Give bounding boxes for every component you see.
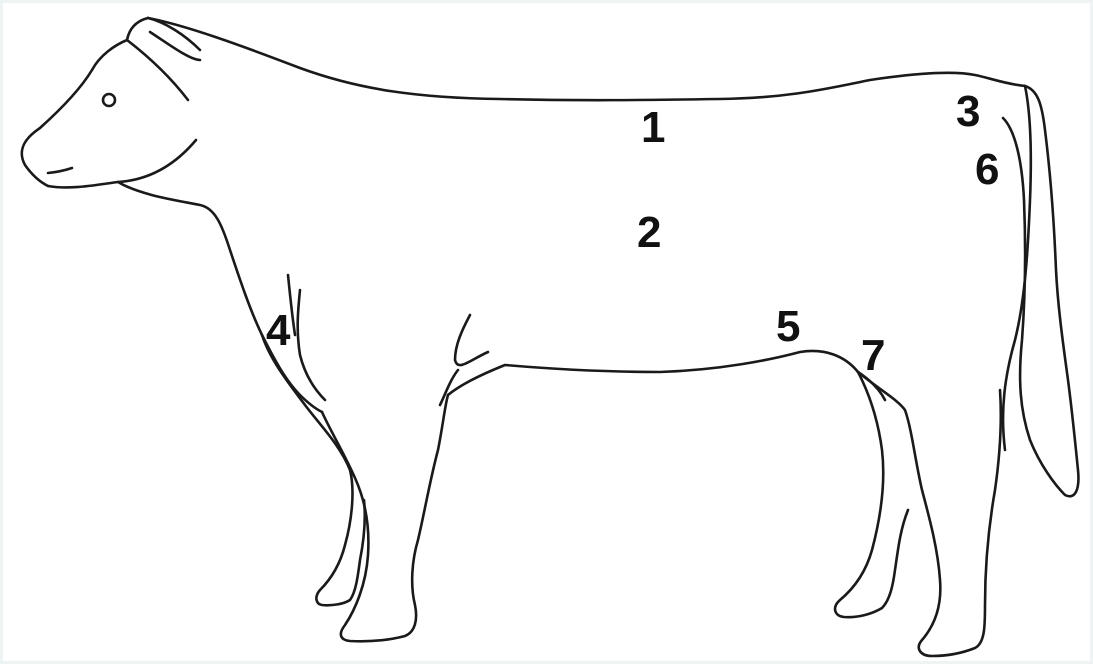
part-label-1: 1 bbox=[641, 106, 665, 150]
cow-poll bbox=[148, 18, 200, 50]
part-label-3: 3 bbox=[956, 90, 980, 134]
cow-front-leg-left bbox=[262, 335, 365, 605]
cow-ear bbox=[127, 40, 188, 100]
cow-elbow-detail bbox=[455, 315, 488, 365]
cow-hind-leg-left bbox=[835, 372, 908, 617]
cow-tail bbox=[1003, 86, 1078, 496]
part-label-2: 2 bbox=[637, 211, 661, 255]
part-label-5: 5 bbox=[776, 305, 800, 349]
cow-flank-line bbox=[440, 370, 458, 405]
part-label-6: 6 bbox=[975, 148, 999, 192]
part-label-7: 7 bbox=[861, 334, 885, 378]
cow-rump bbox=[1003, 86, 1031, 450]
cow-back-line bbox=[148, 18, 1025, 100]
cow-jaw bbox=[48, 140, 196, 187]
cow-belly bbox=[448, 351, 858, 395]
cow-front-leg-detail-2 bbox=[298, 290, 325, 400]
cow-mouth bbox=[48, 168, 72, 173]
part-label-4: 4 bbox=[266, 309, 290, 353]
cow-ear-inner bbox=[150, 32, 200, 60]
cow-eye bbox=[103, 94, 115, 106]
